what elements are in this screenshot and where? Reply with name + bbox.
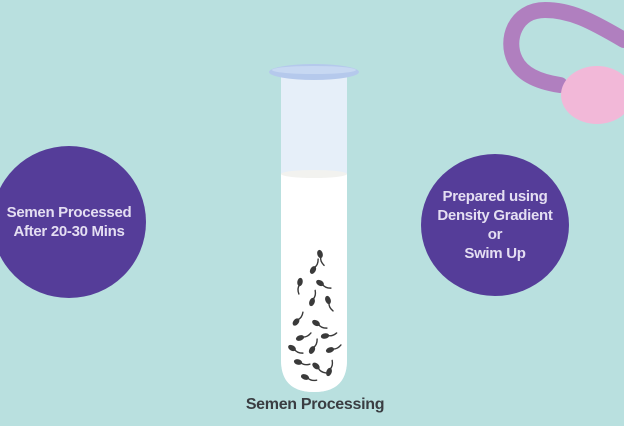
node-text-line: After 20-30 Mins <box>13 223 125 240</box>
node-text-line: Prepared using <box>442 188 548 205</box>
preparation-method-node: Prepared using Density Gradient or Swim … <box>421 154 569 296</box>
sperm-cells-icon <box>288 249 342 382</box>
catheter-icon <box>503 1 624 124</box>
test-tube-icon <box>269 64 359 392</box>
semen-processed-node: Semen Processed After 20-30 Mins <box>0 146 146 298</box>
node-text-line: Density Gradient <box>437 207 553 224</box>
diagram-caption: Semen Processing <box>245 396 385 413</box>
node-text-line: or <box>487 226 503 243</box>
node-text-line: Semen Processed <box>6 204 132 221</box>
node-text-line: Swim Up <box>464 245 526 262</box>
